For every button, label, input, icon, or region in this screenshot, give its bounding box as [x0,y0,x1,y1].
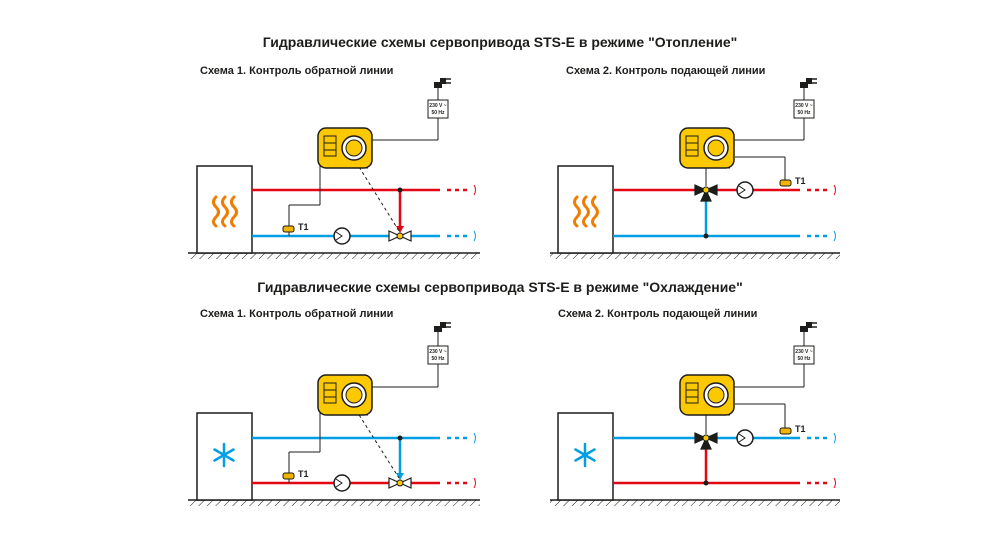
ground-hatch [550,253,840,259]
scheme-heating-supply: T1 230 V ~ 50 Hz [550,78,840,259]
return-break-mark [473,477,476,489]
power-label-box [793,99,815,119]
pump-icon [333,227,351,245]
heating-scheme1-label: Схема 1. Контроль обратной линии [200,65,394,77]
junction [703,480,709,486]
servo-actuator [317,374,373,416]
heat-waves-icon [573,195,599,228]
bypass-arrow [396,226,404,233]
three-way-valve-icon [694,184,718,202]
return-break-mark [833,477,836,489]
ground-hatch [550,500,840,506]
sensor-t1 [779,179,792,187]
heating-title: Гидравлические схемы сервопривода STS-E … [262,34,738,50]
servo-actuator [679,127,735,169]
scheme-cooling-return: T1 230 V ~ 50 Hz [188,322,480,506]
supply-break-mark [833,184,836,196]
sensor-t1 [282,225,295,233]
cooling-title: Гидравлические схемы сервопривода STS-E … [257,279,743,295]
pump-icon [333,474,351,492]
supply-break-mark [473,184,476,196]
three-way-valve-icon [388,477,412,489]
ground-hatch [188,500,480,506]
scheme-heating-return: T1 230 V ~ 50 Hz [188,78,480,259]
sensor-t1-label: T1 [298,222,309,232]
power-voltage: 230 V ~ [795,349,812,355]
sensor-t1-label: T1 [795,176,806,186]
power-voltage: 230 V ~ [795,103,812,109]
power-frequency: 50 Hz [431,110,445,116]
pump-icon [736,429,754,447]
power-plug-icon [800,78,817,88]
power-plug-icon [800,322,817,332]
power-plug-icon [434,322,451,332]
junction [703,233,709,239]
power-plug-icon [434,78,451,88]
heat-source-unit [557,165,614,254]
sensor-t1 [779,427,792,435]
cooling-scheme2-label: Схема 2. Контроль подающей линии [558,308,758,320]
bypass-arrow [396,473,404,480]
cooling-scheme1-label: Схема 1. Контроль обратной линии [200,308,394,320]
power-label-box [427,345,449,365]
power-voltage: 230 V ~ [429,349,446,355]
supply-break-mark [833,432,836,444]
pump-icon [736,181,754,199]
power-label-box [427,99,449,119]
power-voltage: 230 V ~ [429,103,446,109]
power-label-box [793,345,815,365]
three-way-valve-icon [694,432,718,450]
return-break-mark [473,230,476,242]
supply-break-mark [473,432,476,444]
power-frequency: 50 Hz [797,356,811,362]
return-break-mark [833,230,836,242]
power-frequency: 50 Hz [431,356,445,362]
heat-waves-icon [212,195,238,228]
heating-scheme2-label: Схема 2. Контроль подающей линии [566,65,766,77]
control-link [355,409,400,479]
heat-source-unit [196,165,253,254]
junction [397,435,403,441]
junction [397,187,403,193]
sensor-t1 [282,472,295,480]
power-frequency: 50 Hz [797,110,811,116]
servo-actuator [679,374,735,416]
servo-actuator [317,127,373,169]
scheme-cooling-supply: T1 230 V ~ 50 Hz [550,322,840,506]
control-link [355,161,400,232]
sensor-t1-label: T1 [298,469,309,479]
ground-hatch [188,253,480,259]
sensor-t1-label: T1 [795,424,806,434]
snowflake-icon [213,442,235,468]
snowflake-icon [574,442,596,468]
three-way-valve-icon [388,230,412,242]
